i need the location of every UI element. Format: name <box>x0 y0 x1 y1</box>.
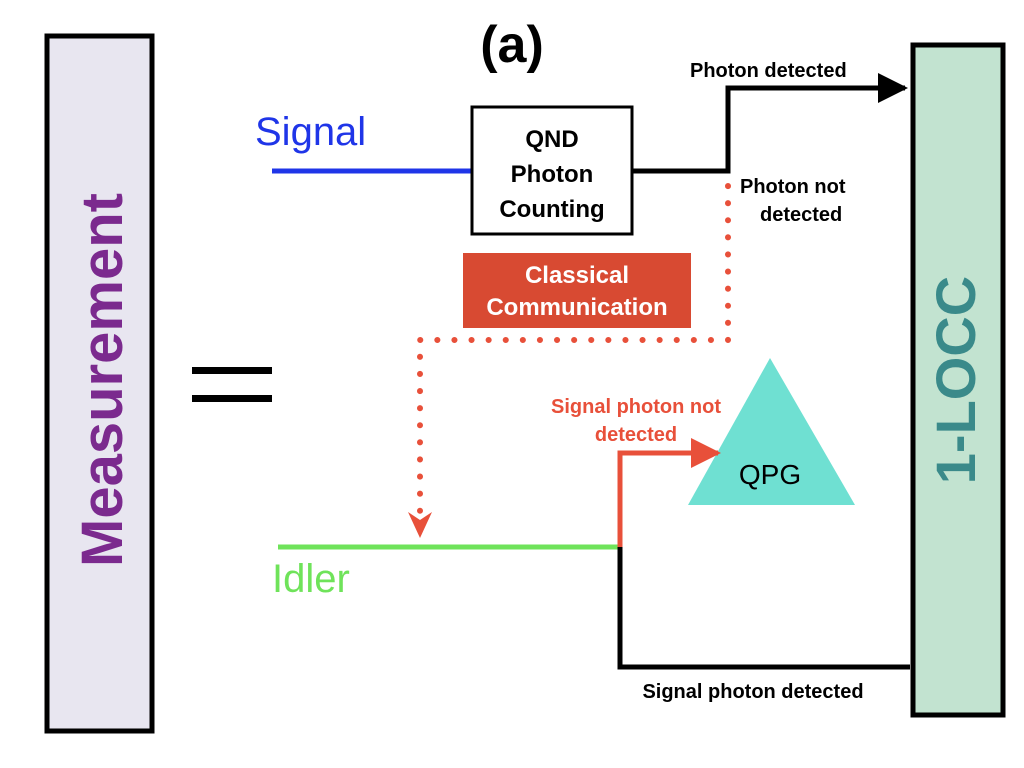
signal-not-detected-arrow <box>617 438 721 547</box>
signal-detected-label: Signal photon detected <box>642 681 863 703</box>
qnd-line2: Photon <box>511 161 594 188</box>
classical-line2: Communication <box>486 294 667 321</box>
qpg-triangle <box>688 358 855 505</box>
signal-label: Signal <box>255 110 366 154</box>
qpg-label: QPG <box>739 459 801 490</box>
measurement-label: Measurement <box>70 193 135 567</box>
photon-not-detected-line1: Photon not <box>740 176 846 198</box>
qnd-line3: Counting <box>499 196 604 223</box>
qnd-box <box>470 105 634 236</box>
classical-dotted-path <box>417 183 731 533</box>
signal-detected-path <box>617 547 910 670</box>
classical-arrowhead <box>408 512 432 538</box>
photon-detected-label: Photon detected <box>690 60 847 82</box>
panel-label: (a) <box>480 16 544 74</box>
classical-line1: Classical <box>525 262 629 289</box>
locc-box <box>910 42 1006 718</box>
measurement-box <box>44 33 155 734</box>
photon-detected-arrow <box>632 73 908 174</box>
signal-not-detected-line1: Signal photon not <box>551 396 721 418</box>
signal-not-detected-line2: detected <box>595 424 677 446</box>
classical-communication-box <box>463 253 691 328</box>
qnd-line1: QND <box>525 126 578 153</box>
equals-sign <box>192 367 272 402</box>
photon-not-detected-line2: detected <box>760 204 842 226</box>
idler-label: Idler <box>272 557 350 601</box>
locc-label: 1-LOCC <box>924 276 987 484</box>
